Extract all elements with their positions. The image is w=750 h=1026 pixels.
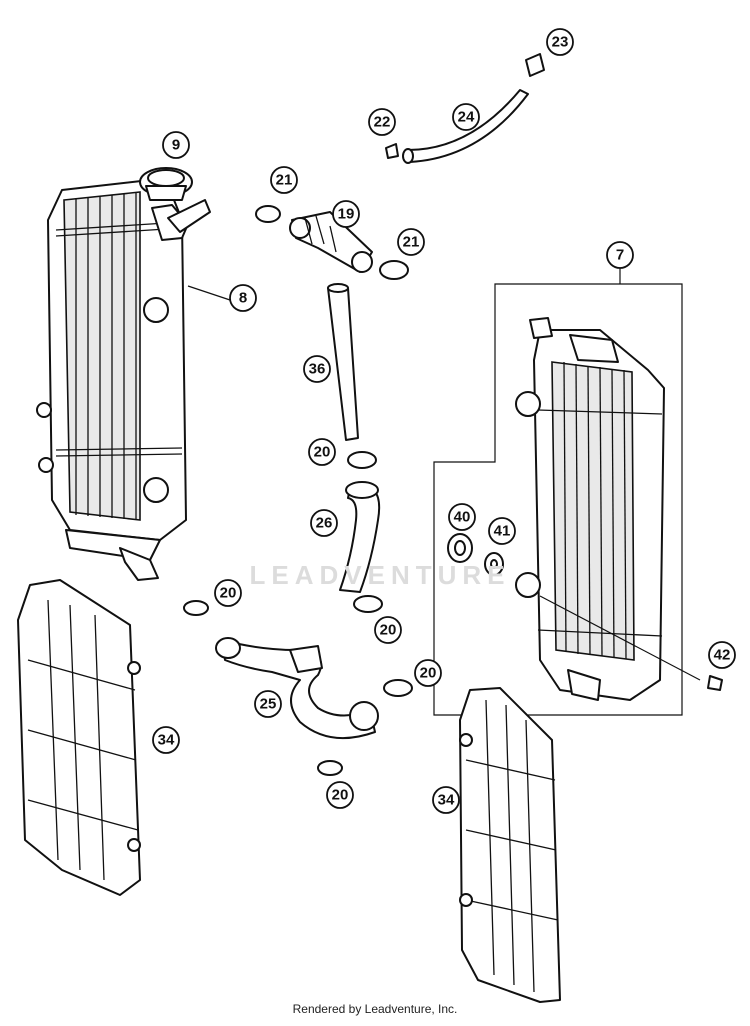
- callout-7: 7: [606, 241, 634, 269]
- callout-42: 42: [708, 641, 736, 669]
- callout-20-c: 20: [374, 616, 402, 644]
- left-radiator: [36, 179, 211, 581]
- svg-text:7: 7: [616, 247, 624, 264]
- right-radiator-group-frame: [433, 268, 683, 716]
- svg-text:42: 42: [714, 647, 731, 664]
- svg-text:20: 20: [420, 665, 437, 682]
- footer-credit: Rendered by Leadventure, Inc.: [292, 1002, 458, 1016]
- svg-text:21: 21: [276, 172, 293, 189]
- svg-text:22: 22: [374, 114, 391, 131]
- svg-text:34: 34: [158, 732, 175, 749]
- radiator-cap: [139, 167, 193, 201]
- svg-text:20: 20: [220, 585, 237, 602]
- right-radiator: [515, 317, 665, 701]
- callout-8: 8: [187, 284, 257, 312]
- hose-26: [339, 481, 381, 593]
- svg-text:40: 40: [454, 509, 471, 526]
- y-connector-19: [289, 211, 373, 273]
- callout-20-e: 20: [326, 781, 354, 809]
- svg-text:19: 19: [338, 206, 355, 223]
- svg-text:20: 20: [332, 787, 349, 804]
- callout-41: 41: [488, 517, 516, 545]
- callout-19: 19: [332, 200, 360, 228]
- hose-fitting-23: [525, 53, 545, 77]
- clip-22: [385, 143, 399, 159]
- left-radiator-shroud: [17, 579, 141, 896]
- svg-text:25: 25: [260, 696, 277, 713]
- callout-36: 36: [303, 355, 331, 383]
- grommet-40: [447, 533, 473, 563]
- callout-34-left: 34: [152, 726, 180, 754]
- right-radiator-shroud: [459, 687, 561, 1003]
- callout-25: 25: [254, 690, 282, 718]
- callout-24: 24: [452, 103, 480, 131]
- callout-20-a: 20: [308, 438, 336, 466]
- hose-25: [215, 637, 379, 740]
- callout-20-d: 20: [414, 659, 442, 687]
- callout-23: 23: [546, 28, 574, 56]
- callout-21-b: 21: [397, 228, 425, 256]
- svg-text:9: 9: [172, 137, 180, 154]
- callout-40: 40: [448, 503, 476, 531]
- callout-34-right: 34: [432, 786, 460, 814]
- callout-26: 26: [310, 509, 338, 537]
- callout-21-a: 21: [270, 166, 298, 194]
- svg-text:24: 24: [458, 109, 475, 126]
- callout-20-b: 20: [214, 579, 242, 607]
- svg-text:20: 20: [380, 622, 397, 639]
- svg-text:34: 34: [438, 792, 455, 809]
- watermark: LEADVENTURE: [249, 560, 511, 590]
- callout-9: 9: [162, 131, 190, 159]
- callout-22: 22: [368, 108, 396, 136]
- hose-clamps: [183, 205, 413, 776]
- overflow-hose-24: [402, 89, 529, 164]
- svg-text:8: 8: [239, 290, 247, 307]
- washer-41: [484, 552, 504, 576]
- svg-text:41: 41: [494, 523, 511, 540]
- bolt-42: [539, 595, 723, 691]
- svg-text:26: 26: [316, 515, 333, 532]
- svg-text:36: 36: [309, 361, 326, 378]
- svg-text:20: 20: [314, 444, 331, 461]
- svg-text:23: 23: [552, 34, 569, 51]
- upper-hose-36: [327, 283, 359, 441]
- svg-text:21: 21: [403, 234, 420, 251]
